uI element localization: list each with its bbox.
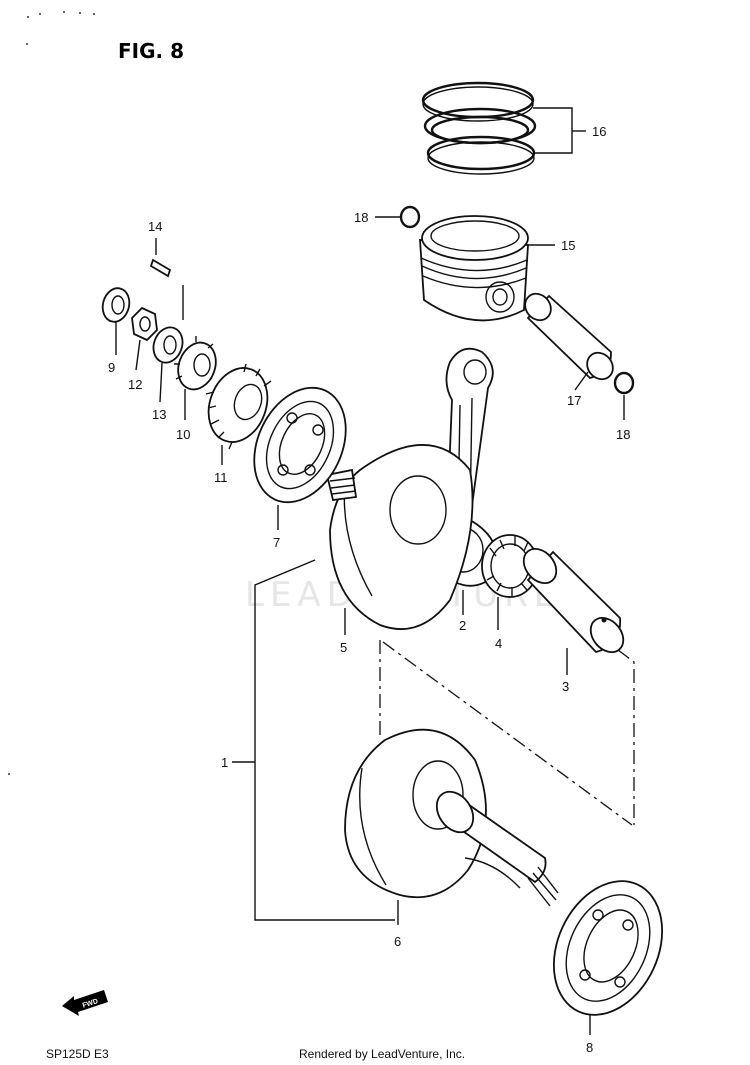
label-part-5: 5 [340, 640, 347, 655]
label-part-15: 15 [561, 238, 575, 253]
label-part-11: 11 [214, 470, 228, 485]
piston [419, 215, 529, 322]
label-part-1: 1 [221, 755, 228, 770]
alignment-dashes [379, 640, 635, 826]
crank-pin [522, 547, 625, 654]
label-part-9: 9 [108, 360, 115, 375]
label-part-12: 12 [128, 377, 142, 392]
oil-seal [101, 287, 131, 323]
piston-pin [524, 292, 614, 381]
piston-rings [421, 81, 537, 175]
leader-lines [115, 107, 625, 1035]
label-part-6: 6 [394, 934, 401, 949]
label-part-18-upper: 18 [354, 210, 368, 225]
fwd-label: FWD [82, 998, 99, 1010]
circlip-upper [399, 205, 421, 229]
label-part-18-lower: 18 [616, 427, 630, 442]
label-part-14: 14 [148, 219, 162, 234]
label-part-7: 7 [273, 535, 280, 550]
crankshaft-left [325, 444, 474, 630]
label-part-16: 16 [592, 124, 606, 139]
figure-title: FIG. 8 [118, 39, 184, 63]
label-part-4: 4 [495, 636, 502, 651]
label-part-3: 3 [562, 679, 569, 694]
label-part-2: 2 [459, 618, 466, 633]
label-part-10: 10 [176, 427, 190, 442]
assembly-bracket [232, 559, 395, 921]
scan-specks [8, 11, 95, 775]
circlip-lower [613, 371, 635, 395]
label-part-17: 17 [567, 393, 581, 408]
woodruff-key [149, 258, 172, 278]
crankshaft-right [344, 728, 559, 907]
main-bearing-right [552, 880, 664, 1016]
washer [152, 326, 184, 364]
credit-line: Rendered by LeadVenture, Inc. [299, 1047, 465, 1061]
main-bearing-left [253, 386, 347, 504]
fwd-arrow-icon: FWD [62, 990, 108, 1016]
label-part-13: 13 [152, 407, 166, 422]
label-part-8: 8 [586, 1040, 593, 1055]
part-labels: 1 2 3 4 5 6 7 8 9 10 11 12 13 14 15 16 1… [108, 124, 630, 1055]
cam-drive-gear [174, 336, 217, 391]
nut [131, 306, 158, 342]
model-code: SP125D E3 [46, 1047, 109, 1061]
